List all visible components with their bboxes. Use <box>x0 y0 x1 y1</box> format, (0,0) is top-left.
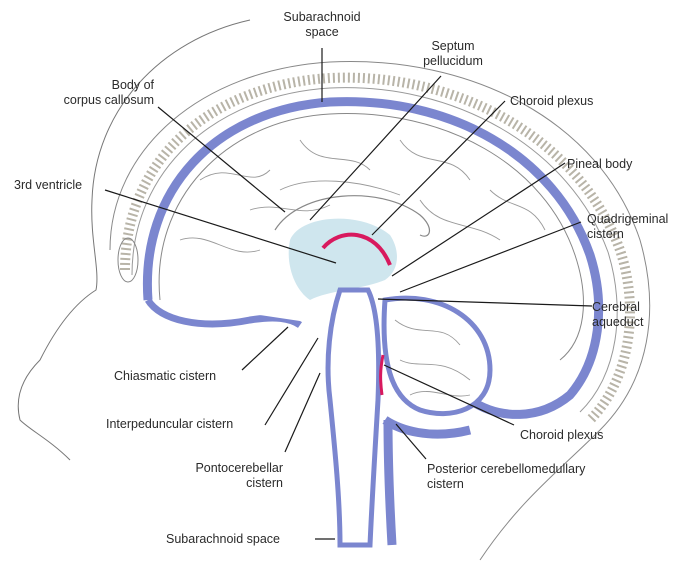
skull-band <box>120 72 635 424</box>
corpus-callosum <box>274 195 430 237</box>
label-pontocerebellar-cistern: Pontocerebellar cistern <box>195 461 283 490</box>
leader-septum <box>309 75 442 221</box>
cerebellum <box>381 295 493 417</box>
subarachnoid-base-band <box>145 297 303 328</box>
frontal-sinus <box>117 237 139 283</box>
label-third-ventricle: 3rd ventricle <box>14 178 83 192</box>
face-profile-outline <box>17 19 251 461</box>
label-cerebral-aqueduct: Cerebral aqueduct <box>592 300 644 329</box>
label-choroid-plexus-bottom: Choroid plexus <box>520 428 604 442</box>
label-subarachnoid-space-top: Subarachnoid space <box>283 10 361 39</box>
leader-third-ventricle <box>104 189 337 264</box>
label-posterior-cerebellomedullary-cistern: Posterior cerebellomedullary cistern <box>427 462 586 491</box>
leader-chiasmatic <box>241 326 289 371</box>
label-chiasmatic-cistern: Chiasmatic cistern <box>114 369 217 383</box>
label-subarachnoid-space-bottom: Subarachnoid space <box>166 532 280 546</box>
label-body-corpus-callosum: Body of corpus callosum <box>63 78 154 107</box>
skull-inner-line <box>131 87 618 413</box>
leader-body-corpus <box>157 106 286 213</box>
choroid-plexus-bottom-mark <box>379 354 385 396</box>
leader-pontocerebellar <box>284 372 321 453</box>
scalp-outer-outline <box>109 60 651 561</box>
leader-cerebral-aqueduct <box>377 298 593 307</box>
leader-choroid-bottom <box>383 364 515 426</box>
choroid-plexus-top-mark <box>321 232 392 266</box>
posterior-cistern-band <box>382 416 472 546</box>
label-interpeduncular-cistern: Interpeduncular cistern <box>106 417 234 431</box>
leader-quadrigeminal <box>399 221 582 293</box>
label-septum-pellucidum: Septum pellucidum <box>423 39 483 68</box>
label-choroid-plexus-top: Choroid plexus <box>510 94 594 108</box>
subarachnoid-space-band <box>142 97 604 419</box>
leader-interpeduncular <box>264 337 319 426</box>
leader-choroid-top <box>371 100 506 236</box>
leader-pineal <box>391 162 566 277</box>
label-quadrigeminal-cistern: Quadrigeminal cistern <box>587 212 669 241</box>
gyri-lines <box>179 139 546 253</box>
leader-posterior-cistern <box>395 423 427 460</box>
brainstem <box>325 287 382 548</box>
label-pineal-body: Pineal body <box>567 157 633 171</box>
leader-lines <box>104 48 593 540</box>
